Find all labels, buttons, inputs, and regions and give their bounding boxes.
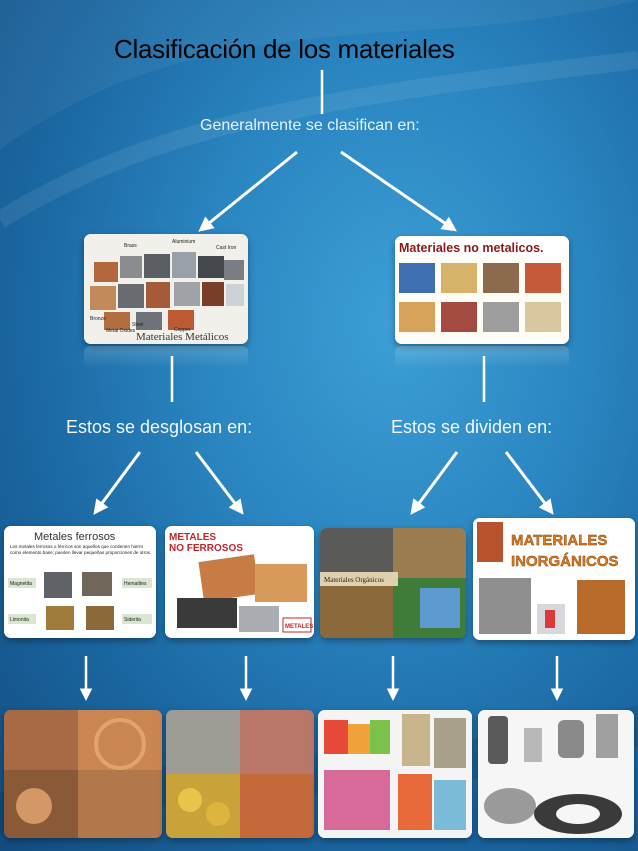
- stamp-metales: METALES: [285, 624, 313, 630]
- header-metales-ferrosos: Metales ferrosos: [34, 531, 116, 543]
- header-no-ferrosos: NO FERROSOS: [169, 543, 243, 554]
- card-materiales-metalicos: Brass Aluminium Cast Iron Bronze Steel M…: [84, 234, 248, 344]
- card-reflection: [395, 346, 569, 368]
- header-inorganicos: INORGÁNICOS: [511, 553, 619, 570]
- arrow-to-inorganicos: [504, 451, 554, 515]
- page-title: Clasificación de los materiales: [114, 34, 455, 64]
- label-metal-oxides: Metal Oxides: [106, 328, 136, 334]
- photo-copper-materials: [4, 710, 162, 838]
- title-connector-line: [320, 70, 324, 114]
- label-aluminium: Aluminium: [172, 239, 195, 245]
- card-materiales-no-metalicos: Materiales no metalicos.: [395, 236, 569, 344]
- caption-materiales-metalicos: Materiales Metálicos: [136, 331, 229, 343]
- subtitle-text: Generalmente se clasifican en:: [200, 117, 420, 134]
- card-materiales-inorganicos: MATERIALES INORGÁNICOS: [473, 518, 635, 640]
- metal-samples-image: [90, 252, 244, 330]
- header-materiales-no-metalicos: Materiales no metalicos.: [399, 241, 544, 255]
- photo-inorganic-objects: [478, 710, 634, 838]
- photo-organic-products: [318, 710, 472, 838]
- arrow-to-metalicos: [198, 150, 298, 232]
- card-metales-no-ferrosos: METALES NO FERROSOS METALES: [165, 526, 314, 638]
- header-materiales: MATERIALES: [511, 532, 607, 549]
- arrow-to-no-ferrosos: [194, 451, 244, 515]
- label-copper: Copper: [174, 327, 191, 333]
- caption-materiales-organicos: Materiales Orgánicos: [324, 576, 384, 584]
- card-reflection: [84, 346, 248, 368]
- tag-magnetita: Magnetita: [10, 581, 32, 587]
- tag-limonita: Limonita: [10, 617, 29, 623]
- copper-tubes-image: [177, 554, 307, 632]
- label-bronze: Bronze: [90, 316, 106, 322]
- tag-siderita: Siderita: [124, 617, 141, 623]
- photo-metal-wires-coins: [166, 710, 314, 838]
- card-metales-ferrosos: Metales ferrosos Los metales ferrosos o …: [4, 526, 156, 638]
- branch-label-left: Estos se desglosan en:: [66, 417, 253, 437]
- tag-hematites: Hematites: [124, 581, 147, 587]
- label-steel: Steel: [132, 322, 143, 328]
- label-brass: Brass: [124, 243, 137, 249]
- arrow-to-organicos: [410, 451, 459, 515]
- header-metales: METALES: [169, 532, 216, 543]
- ferrosos-bullet-text: Los metales ferrosos o férricos son aque…: [10, 544, 152, 555]
- label-cast-iron: Cast Iron: [216, 245, 237, 251]
- card-materiales-organicos: Materiales Orgánicos: [320, 528, 466, 638]
- non-metal-samples-grid: [399, 263, 561, 332]
- arrow-to-no-metalicos: [340, 150, 457, 232]
- arrow-to-ferrosos: [93, 451, 142, 515]
- branch-label-right: Estos se dividen en:: [391, 417, 553, 437]
